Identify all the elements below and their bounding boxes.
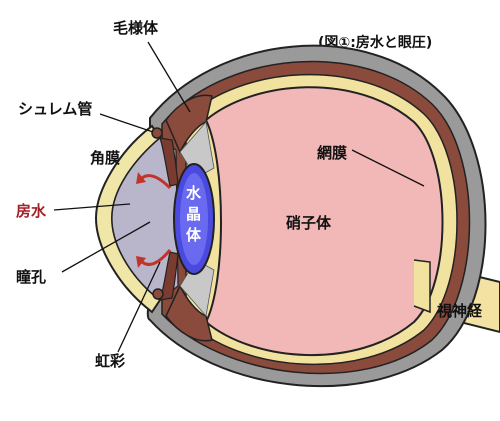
aqueous-arrow-lower-head: [136, 256, 146, 268]
label-ciliary-body: 毛様体: [113, 19, 159, 37]
label-optic-nerve: 視神経: [436, 302, 483, 320]
leader-ciliary-body: [147, 41, 191, 113]
aqueous-arrow-upper-head: [136, 172, 146, 184]
label-lens-2: 晶: [186, 205, 201, 223]
schlemm-canal-lower: [152, 288, 164, 300]
label-pupil: 瞳孔: [16, 268, 46, 286]
aqueous-arrow-lower: [141, 249, 172, 266]
label-schlemm-canal: シュレム管: [18, 100, 92, 118]
label-retina: 網膜: [317, 144, 347, 162]
lens-highlight: [180, 173, 208, 265]
aqueous-arrow-upper: [141, 174, 172, 190]
leader-iris: [117, 261, 161, 353]
leader-aqueous: [53, 203, 131, 211]
label-cornea: 角膜: [90, 149, 120, 167]
label-lens-1: 水: [186, 184, 202, 202]
leader-pupil: [61, 221, 151, 273]
label-lens-3: 体: [186, 226, 202, 244]
label-iris: 虹彩: [95, 352, 125, 370]
vitreous-body: [204, 86, 444, 356]
label-vitreous: 硝子体: [286, 214, 332, 232]
schlemm-canal-upper: [151, 127, 163, 139]
leader-retina: [351, 149, 425, 187]
optic-disc: [413, 259, 431, 314]
diagram-title: (図①:房水と眼圧): [318, 34, 432, 51]
label-aqueous-humor: 房水: [16, 202, 47, 220]
leader-schlemm-canal: [99, 113, 154, 133]
